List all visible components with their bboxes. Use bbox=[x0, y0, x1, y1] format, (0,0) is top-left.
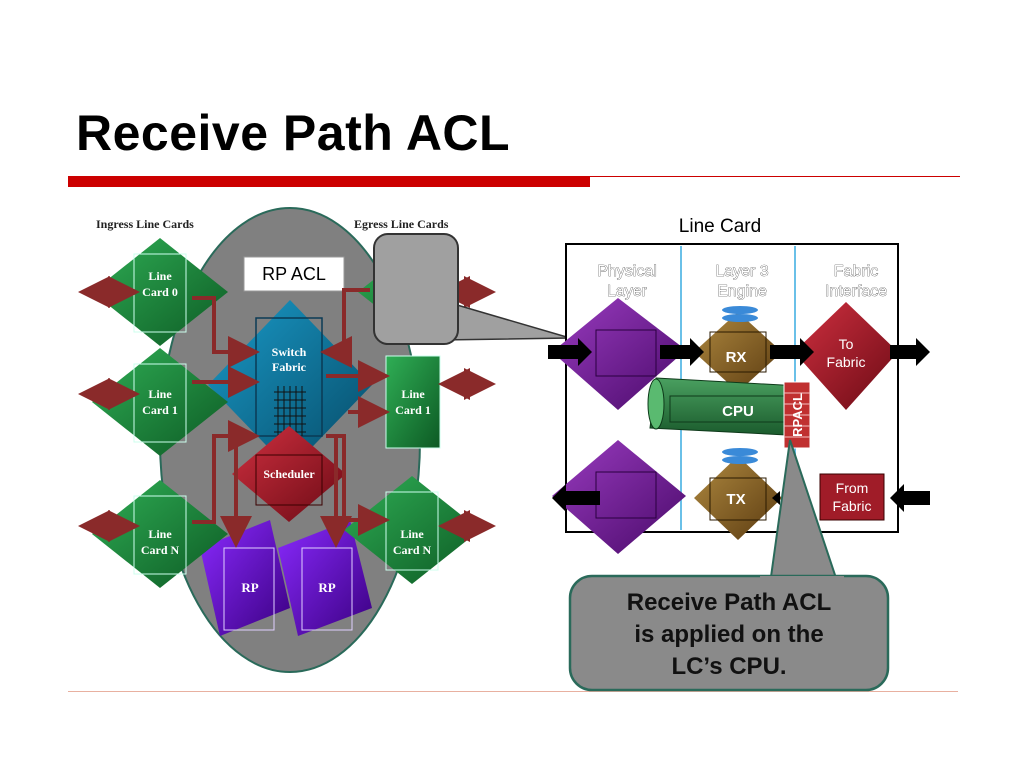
scheduler-diamond bbox=[232, 426, 346, 522]
from-fabric-line1: From bbox=[836, 480, 869, 496]
rp-label-2: RP bbox=[318, 580, 335, 595]
to-fabric-line1: To bbox=[839, 336, 854, 352]
line-card-title: Line Card bbox=[679, 216, 761, 237]
ingress-card-n-line2: Card N bbox=[141, 543, 180, 557]
ingress-header: Ingress Line Cards bbox=[96, 217, 194, 231]
title-rule-thick bbox=[68, 176, 590, 187]
egress-card-1-line2: Card 1 bbox=[395, 403, 431, 417]
rpacl-label: RPACL bbox=[790, 393, 805, 437]
ingress-card-n-line1: Line bbox=[148, 527, 172, 541]
callout-line-1: Receive Path ACL bbox=[627, 589, 832, 616]
switch-fabric-label-2: Fabric bbox=[272, 360, 307, 374]
footer-rule bbox=[68, 691, 958, 692]
to-fabric-line2: Fabric bbox=[827, 354, 866, 370]
scheduler-label: Scheduler bbox=[263, 467, 315, 481]
tx-label: TX bbox=[726, 491, 745, 508]
rx-label: RX bbox=[726, 349, 747, 366]
rp-label-1: RP bbox=[241, 580, 258, 595]
slide-title: Receive Path ACL bbox=[76, 105, 511, 161]
from-fabric-block: From Fabric bbox=[819, 473, 885, 521]
to-fabric-block: To Fabric bbox=[794, 302, 898, 410]
switch-fabric-label-1: Switch bbox=[272, 345, 307, 359]
col-physical-line2: Layer bbox=[607, 283, 648, 300]
line-card-diagram: Line Card Physical Layer Layer 3 Engine … bbox=[548, 216, 930, 554]
ingress-line-card-1: Line Card 1 bbox=[92, 348, 228, 456]
physical-layer-rx bbox=[552, 298, 686, 410]
ingress-card-0-line2: Card 0 bbox=[142, 285, 178, 299]
ingress-card-0-line1: Line bbox=[148, 269, 172, 283]
egress-header: Egress Line Cards bbox=[354, 217, 449, 231]
egress-card-n-line1: Line bbox=[400, 527, 424, 541]
scheduler-frame bbox=[255, 454, 323, 506]
callout-line-2: is applied on the bbox=[634, 621, 823, 648]
ingress-line-card-0: Line Card 0 bbox=[92, 238, 228, 346]
egress-card-1-line1: Line bbox=[401, 387, 425, 401]
callout-line-3: LC’s CPU. bbox=[671, 653, 786, 680]
col-physical-line1: Physical bbox=[597, 263, 657, 280]
ingress-card-1-line1: Line bbox=[148, 387, 172, 401]
egress-line-card-n: Line Card N bbox=[344, 476, 480, 584]
col-fabric-line1: Fabric bbox=[834, 263, 878, 280]
cpu-block: CPU bbox=[647, 377, 807, 437]
egress-card-n-line2: Card N bbox=[393, 543, 432, 557]
col-fabric-line2: Interface bbox=[825, 283, 887, 300]
rpacl-firewall: RPACL bbox=[783, 381, 811, 449]
rp-card-2: RP bbox=[278, 520, 372, 636]
rp-card-1: RP bbox=[200, 520, 290, 636]
rpacl-explanation-callout: Receive Path ACL is applied on the LC’s … bbox=[568, 439, 890, 692]
rp-acl-label: RP ACL bbox=[262, 264, 326, 284]
router-chassis-diagram: Ingress Line Cards Egress Line Cards RP … bbox=[78, 207, 496, 673]
line-card-flow-arrows bbox=[548, 338, 930, 512]
ingress-line-card-n: Line Card N bbox=[92, 480, 228, 588]
col-layer3-line2: Engine bbox=[717, 283, 767, 300]
title-rule-thin bbox=[590, 176, 960, 177]
from-fabric-line2: Fabric bbox=[833, 498, 872, 514]
ingress-card-1-line2: Card 1 bbox=[142, 403, 178, 417]
crossbar-grid bbox=[274, 386, 306, 436]
linecard-zoom-callout bbox=[373, 233, 571, 345]
cpu-label: CPU bbox=[722, 403, 754, 420]
rx-engine: RX bbox=[694, 306, 782, 392]
tx-engine: TX bbox=[694, 448, 782, 540]
col-layer3-line1: Layer 3 bbox=[715, 263, 768, 280]
egress-line-card-1: Line Card 1 bbox=[385, 355, 441, 449]
rp-acl-box bbox=[243, 256, 345, 292]
